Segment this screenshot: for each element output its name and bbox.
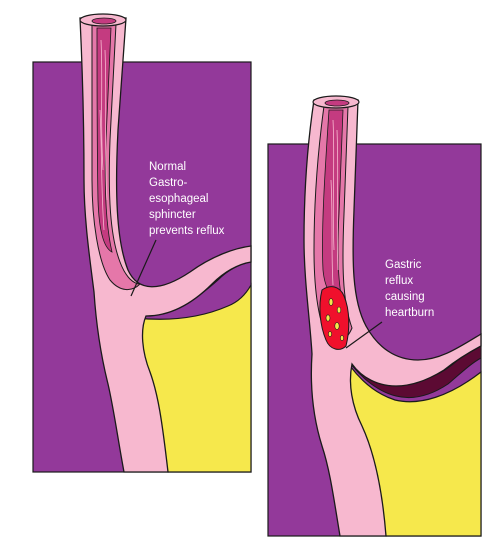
right-esophagus-outer	[303, 99, 482, 537]
left-esophagus-opening-inner	[91, 17, 117, 25]
left-label-line: esophageal	[149, 193, 208, 205]
right-panel-label: Gastric reflux causing heartburn	[385, 259, 434, 319]
left-panel-normal: Normal Gastro- esophageal sphincter prev…	[32, 13, 252, 473]
right-panel-reflux: Gastric reflux causing heartburn	[267, 95, 482, 537]
left-pointer-line	[130, 239, 157, 297]
left-esophagus-lumen	[96, 27, 113, 253]
left-lumen-folds	[99, 39, 108, 231]
right-label-line: heartburn	[385, 307, 434, 319]
right-label-line: causing	[385, 291, 425, 303]
right-esophagus-opening-inner	[324, 99, 350, 107]
left-panel-label: Normal Gastro- esophageal sphincter prev…	[149, 161, 225, 237]
left-label-line: sphincter	[149, 209, 196, 221]
right-pointer-line	[345, 321, 383, 349]
left-esophagus-outer	[79, 17, 252, 473]
left-label-line: Gastro-	[149, 177, 188, 189]
right-lumen-folds	[330, 119, 339, 286]
left-label-line: Normal	[149, 161, 186, 173]
right-label-line: reflux	[385, 275, 413, 287]
left-label-line: prevents reflux	[149, 225, 225, 237]
right-reflux-acid	[319, 286, 350, 350]
right-label-line: Gastric	[385, 259, 422, 271]
right-reflux-droplets	[325, 298, 344, 341]
